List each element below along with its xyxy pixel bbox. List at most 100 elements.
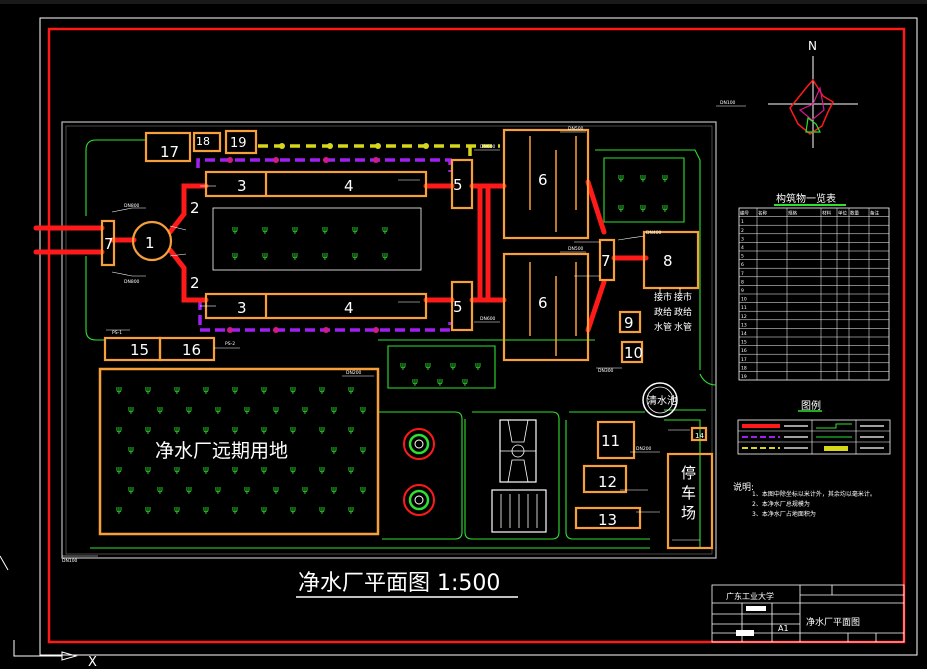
svg-text:6: 6 [538,171,548,189]
svg-text:ψ: ψ [382,225,388,235]
unit-5-upper [450,158,474,210]
grass-symbol: ψ [348,385,354,395]
svg-text:1、本图中除坐标以米计外，其余均以毫米计。: 1、本图中除坐标以米计外，其余均以毫米计。 [752,490,876,498]
annotation-leaders [62,105,746,557]
grass-symbol: ψ [232,425,238,435]
title-block [711,584,905,643]
table-header-cell: 数量 [850,210,859,217]
table-cell: 19 [741,374,747,380]
table-header-cell: 材料 [822,210,831,217]
unit-6-upper [502,128,590,240]
grass-symbol: ψ [290,505,296,515]
unit-6-lower [502,252,590,362]
clear-water-tank[interactable] [642,382,678,418]
table-cell: 16 [741,348,747,354]
grass-symbol: ψ [290,425,296,435]
grass-symbol: ψ [215,405,221,415]
title-block-school: 广东工业大学 [726,591,774,601]
unit-9 [618,310,642,334]
table-cell: 7 [741,271,744,277]
grass-symbol: ψ [174,505,180,515]
table-cell: 13 [741,322,747,328]
svg-text:DN300: DN300 [598,368,614,374]
table-header-cell: 规格 [788,210,797,217]
grass-symbol: ψ [116,505,122,515]
table-cell: 14 [741,331,747,337]
svg-text:接市: 接市 [654,291,672,303]
grass-symbol: ψ [232,385,238,395]
svg-text:水管: 水管 [654,321,672,333]
svg-text:7: 7 [601,252,611,270]
svg-text:3: 3 [237,299,247,317]
svg-text:DN200: DN200 [346,370,362,376]
unit-19-label: 19 [230,136,247,151]
grass-symbol: ψ [116,425,122,435]
svg-text:ψ: ψ [292,225,298,235]
svg-text:8: 8 [663,252,673,270]
unit-14 [690,426,708,442]
svg-text:5: 5 [453,176,463,194]
grass-symbol: ψ [174,465,180,475]
toolbar-strip [0,0,927,4]
svg-text:ψ: ψ [322,251,328,261]
grass-symbol: ψ [360,485,366,495]
grass-symbol: ψ [186,485,192,495]
svg-text:ψ: ψ [437,377,443,387]
svg-text:16: 16 [182,341,201,359]
central-green-plot [212,207,422,271]
grass-symbol: ψ [290,385,296,395]
parking-label: 停 车 场 [681,464,696,522]
svg-text:3: 3 [237,177,247,195]
grass-symbol: ψ [261,385,267,395]
svg-text:DN100: DN100 [62,558,78,564]
svg-text:PS-1: PS-1 [112,330,122,336]
grass-symbol: ψ [116,385,122,395]
legend-title: 图例 [801,399,821,412]
svg-text:DN100: DN100 [720,100,736,106]
grass-symbol: ψ [331,445,337,455]
svg-text:1: 1 [145,234,155,252]
fountain-2 [403,484,435,516]
pipe-label-a: 接市 政给 水管 [654,291,672,333]
unit-7-intake [100,219,116,267]
unit-18 [192,131,222,153]
unit-1-circle[interactable] [131,220,173,262]
grass-symbol: ψ [290,465,296,475]
notes-label: 说明: [733,481,754,493]
grass-symbol: ψ [186,405,192,415]
structures [100,128,714,550]
grass-symbol: ψ [360,405,366,415]
svg-text:7: 7 [104,235,114,253]
svg-text:ψ: ψ [232,251,238,261]
svg-text:政给: 政给 [654,306,672,318]
unit-17 [144,131,192,163]
legend-table [737,419,891,455]
grass-symbol: ψ [145,465,151,475]
table-cell: 6 [741,262,744,268]
grass-symbol: ψ [203,465,209,475]
title-block-drawing-name: 净水厂平面图 [806,616,860,628]
svg-text:ψ: ψ [292,251,298,261]
table-cell: 10 [741,297,747,303]
grass-symbol: ψ [128,445,134,455]
unit-12 [582,464,628,494]
svg-text:15: 15 [130,341,149,359]
reserve-land[interactable] [98,367,380,536]
north-arrow [768,56,858,148]
grass-symbol: ψ [319,465,325,475]
grass-symbol: ψ [302,485,308,495]
table-cell: 1 [741,219,744,225]
tennis-court [491,489,547,533]
svg-text:ψ: ψ [352,251,358,261]
table-cell: 5 [741,254,744,260]
grass-symbol: ψ [116,465,122,475]
svg-text:6: 6 [538,294,548,312]
svg-text:停: 停 [681,464,696,482]
baffles [529,136,577,356]
svg-text:ψ: ψ [412,377,418,387]
grass-symbol: ψ [145,425,151,435]
